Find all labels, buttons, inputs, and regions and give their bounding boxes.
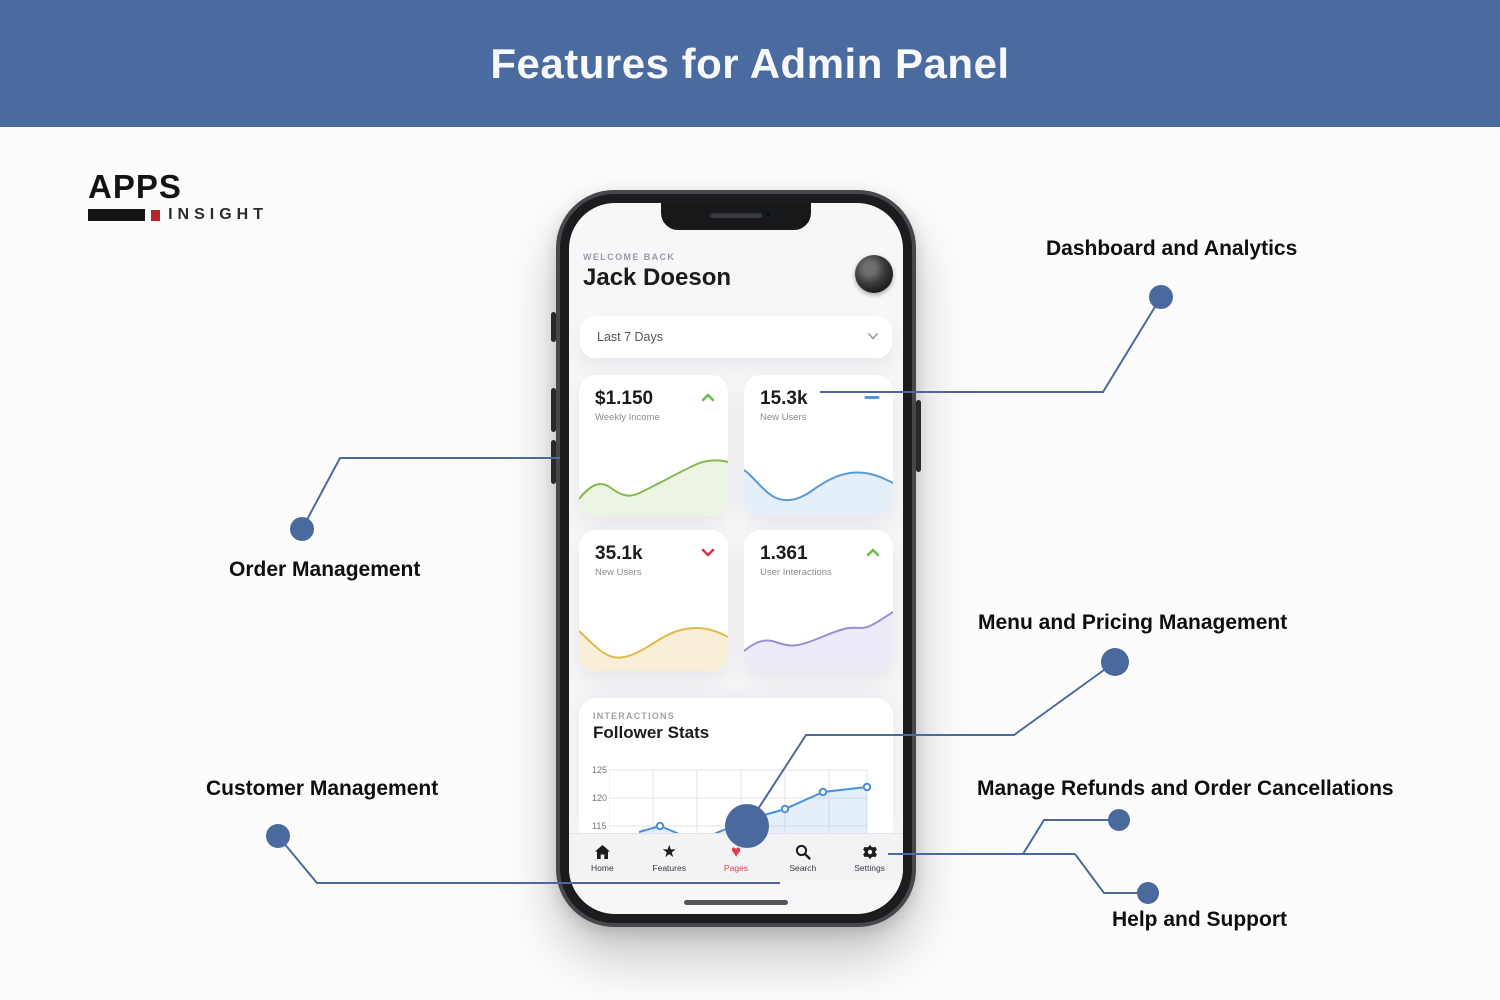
stat-card-weekly-income[interactable]: $1.150 Weekly Income bbox=[579, 375, 728, 516]
users-sparkline bbox=[744, 469, 893, 516]
date-range-select[interactable]: Last 7 Days bbox=[580, 316, 892, 358]
interactions-eyebrow: INTERACTIONS bbox=[593, 711, 675, 721]
feature-label-help-support: Help and Support bbox=[1112, 908, 1287, 931]
apps-insight-logo: APPS INSIGHT bbox=[88, 170, 268, 224]
phone-notch bbox=[661, 203, 811, 230]
search-icon bbox=[795, 843, 811, 861]
connector-help bbox=[1074, 853, 1142, 894]
phone-volume-up-button bbox=[551, 388, 556, 432]
home-icon bbox=[594, 843, 611, 861]
dot-customer bbox=[266, 824, 290, 848]
follower-stats-title: Follower Stats bbox=[593, 723, 710, 742]
banner: Features for Admin Panel bbox=[0, 0, 1500, 127]
trend-up-icon bbox=[866, 548, 880, 557]
connector-order bbox=[301, 457, 560, 530]
trend-up-icon bbox=[701, 393, 715, 402]
income-sparkline bbox=[579, 459, 728, 516]
stat-value: $1.150 bbox=[595, 388, 654, 409]
logo-primary-text: APPS bbox=[88, 168, 182, 205]
trend-down-icon bbox=[701, 548, 715, 557]
welcome-text: WELCOME BACK bbox=[583, 252, 676, 262]
interactions-sparkline bbox=[744, 611, 893, 671]
dot-dashboard bbox=[1149, 285, 1173, 309]
dot-help bbox=[1137, 882, 1159, 904]
dot-refunds bbox=[1108, 809, 1130, 831]
star-icon: ★ bbox=[661, 841, 677, 861]
feature-label-customer-management: Customer Management bbox=[206, 777, 439, 800]
nav-label: Settings bbox=[854, 862, 885, 873]
nav-label: Home bbox=[591, 862, 614, 873]
avatar[interactable] bbox=[855, 255, 893, 293]
stat-card-new-users-15k[interactable]: 15.3k New Users bbox=[744, 375, 893, 516]
stat-card-user-interactions[interactable]: 1.361 User Interactions bbox=[744, 530, 893, 671]
y-tick-120: 120 bbox=[592, 793, 608, 803]
stat-value: 35.1k bbox=[595, 543, 643, 564]
connector-refunds bbox=[1022, 819, 1112, 855]
nav-item-home[interactable]: Home bbox=[572, 843, 632, 873]
logo-bar bbox=[88, 209, 145, 221]
chevron-down-icon bbox=[868, 333, 878, 340]
heart-icon: ♥ bbox=[730, 841, 742, 861]
feature-label-dashboard-analytics: Dashboard and Analytics bbox=[1046, 237, 1298, 260]
y-tick-125: 125 bbox=[592, 765, 608, 775]
gear-icon bbox=[862, 843, 878, 861]
nav-item-search[interactable]: Search bbox=[773, 843, 833, 873]
date-range-value: Last 7 Days bbox=[597, 330, 664, 344]
phone-screen: WELCOME BACK Jack Doeson Last 7 Days $1.… bbox=[569, 203, 903, 914]
nav-label: Features bbox=[652, 862, 686, 873]
stat-label: New Users bbox=[595, 567, 642, 578]
bottom-nav: Home ★ Features ♥ Pages Search Settings bbox=[569, 833, 903, 881]
front-camera bbox=[765, 211, 772, 218]
nav-item-features[interactable]: ★ Features bbox=[639, 841, 699, 873]
feature-label-refunds-cancellations: Manage Refunds and Order Cancellations bbox=[977, 777, 1394, 800]
nav-item-pages[interactable]: ♥ Pages bbox=[706, 841, 766, 873]
logo-secondary-text: INSIGHT bbox=[168, 206, 268, 223]
y-tick-115: 115 bbox=[592, 821, 607, 831]
phone-power-button bbox=[916, 400, 921, 472]
nav-item-settings[interactable]: Settings bbox=[840, 843, 900, 873]
home-indicator[interactable] bbox=[684, 900, 788, 905]
stat-label: Weekly Income bbox=[595, 412, 660, 423]
trend-neutral-icon bbox=[864, 396, 880, 399]
feature-label-menu-pricing: Menu and Pricing Management bbox=[978, 611, 1288, 634]
nav-label: Pages bbox=[723, 862, 749, 873]
page-title: Features for Admin Panel bbox=[490, 40, 1010, 87]
dot-menu bbox=[1101, 648, 1129, 676]
feature-label-order-management: Order Management bbox=[229, 558, 421, 581]
speaker-grille bbox=[709, 212, 763, 218]
follower-stats-chart bbox=[609, 769, 872, 838]
stat-value: 1.361 bbox=[760, 543, 808, 564]
follower-stats-card: INTERACTIONS Follower Stats 125 120 115 bbox=[579, 698, 893, 838]
phone-mute-switch bbox=[551, 312, 556, 342]
logo-red-square bbox=[150, 209, 161, 221]
stat-label: New Users bbox=[760, 412, 807, 423]
stat-label: User Interactions bbox=[760, 567, 832, 578]
stat-value: 15.3k bbox=[760, 388, 808, 409]
user-name: Jack Doeson bbox=[583, 264, 732, 291]
dot-order bbox=[290, 517, 314, 541]
nav-label: Search bbox=[789, 862, 817, 873]
users2-sparkline bbox=[579, 626, 728, 671]
stat-card-new-users-35k[interactable]: 35.1k New Users bbox=[579, 530, 728, 671]
